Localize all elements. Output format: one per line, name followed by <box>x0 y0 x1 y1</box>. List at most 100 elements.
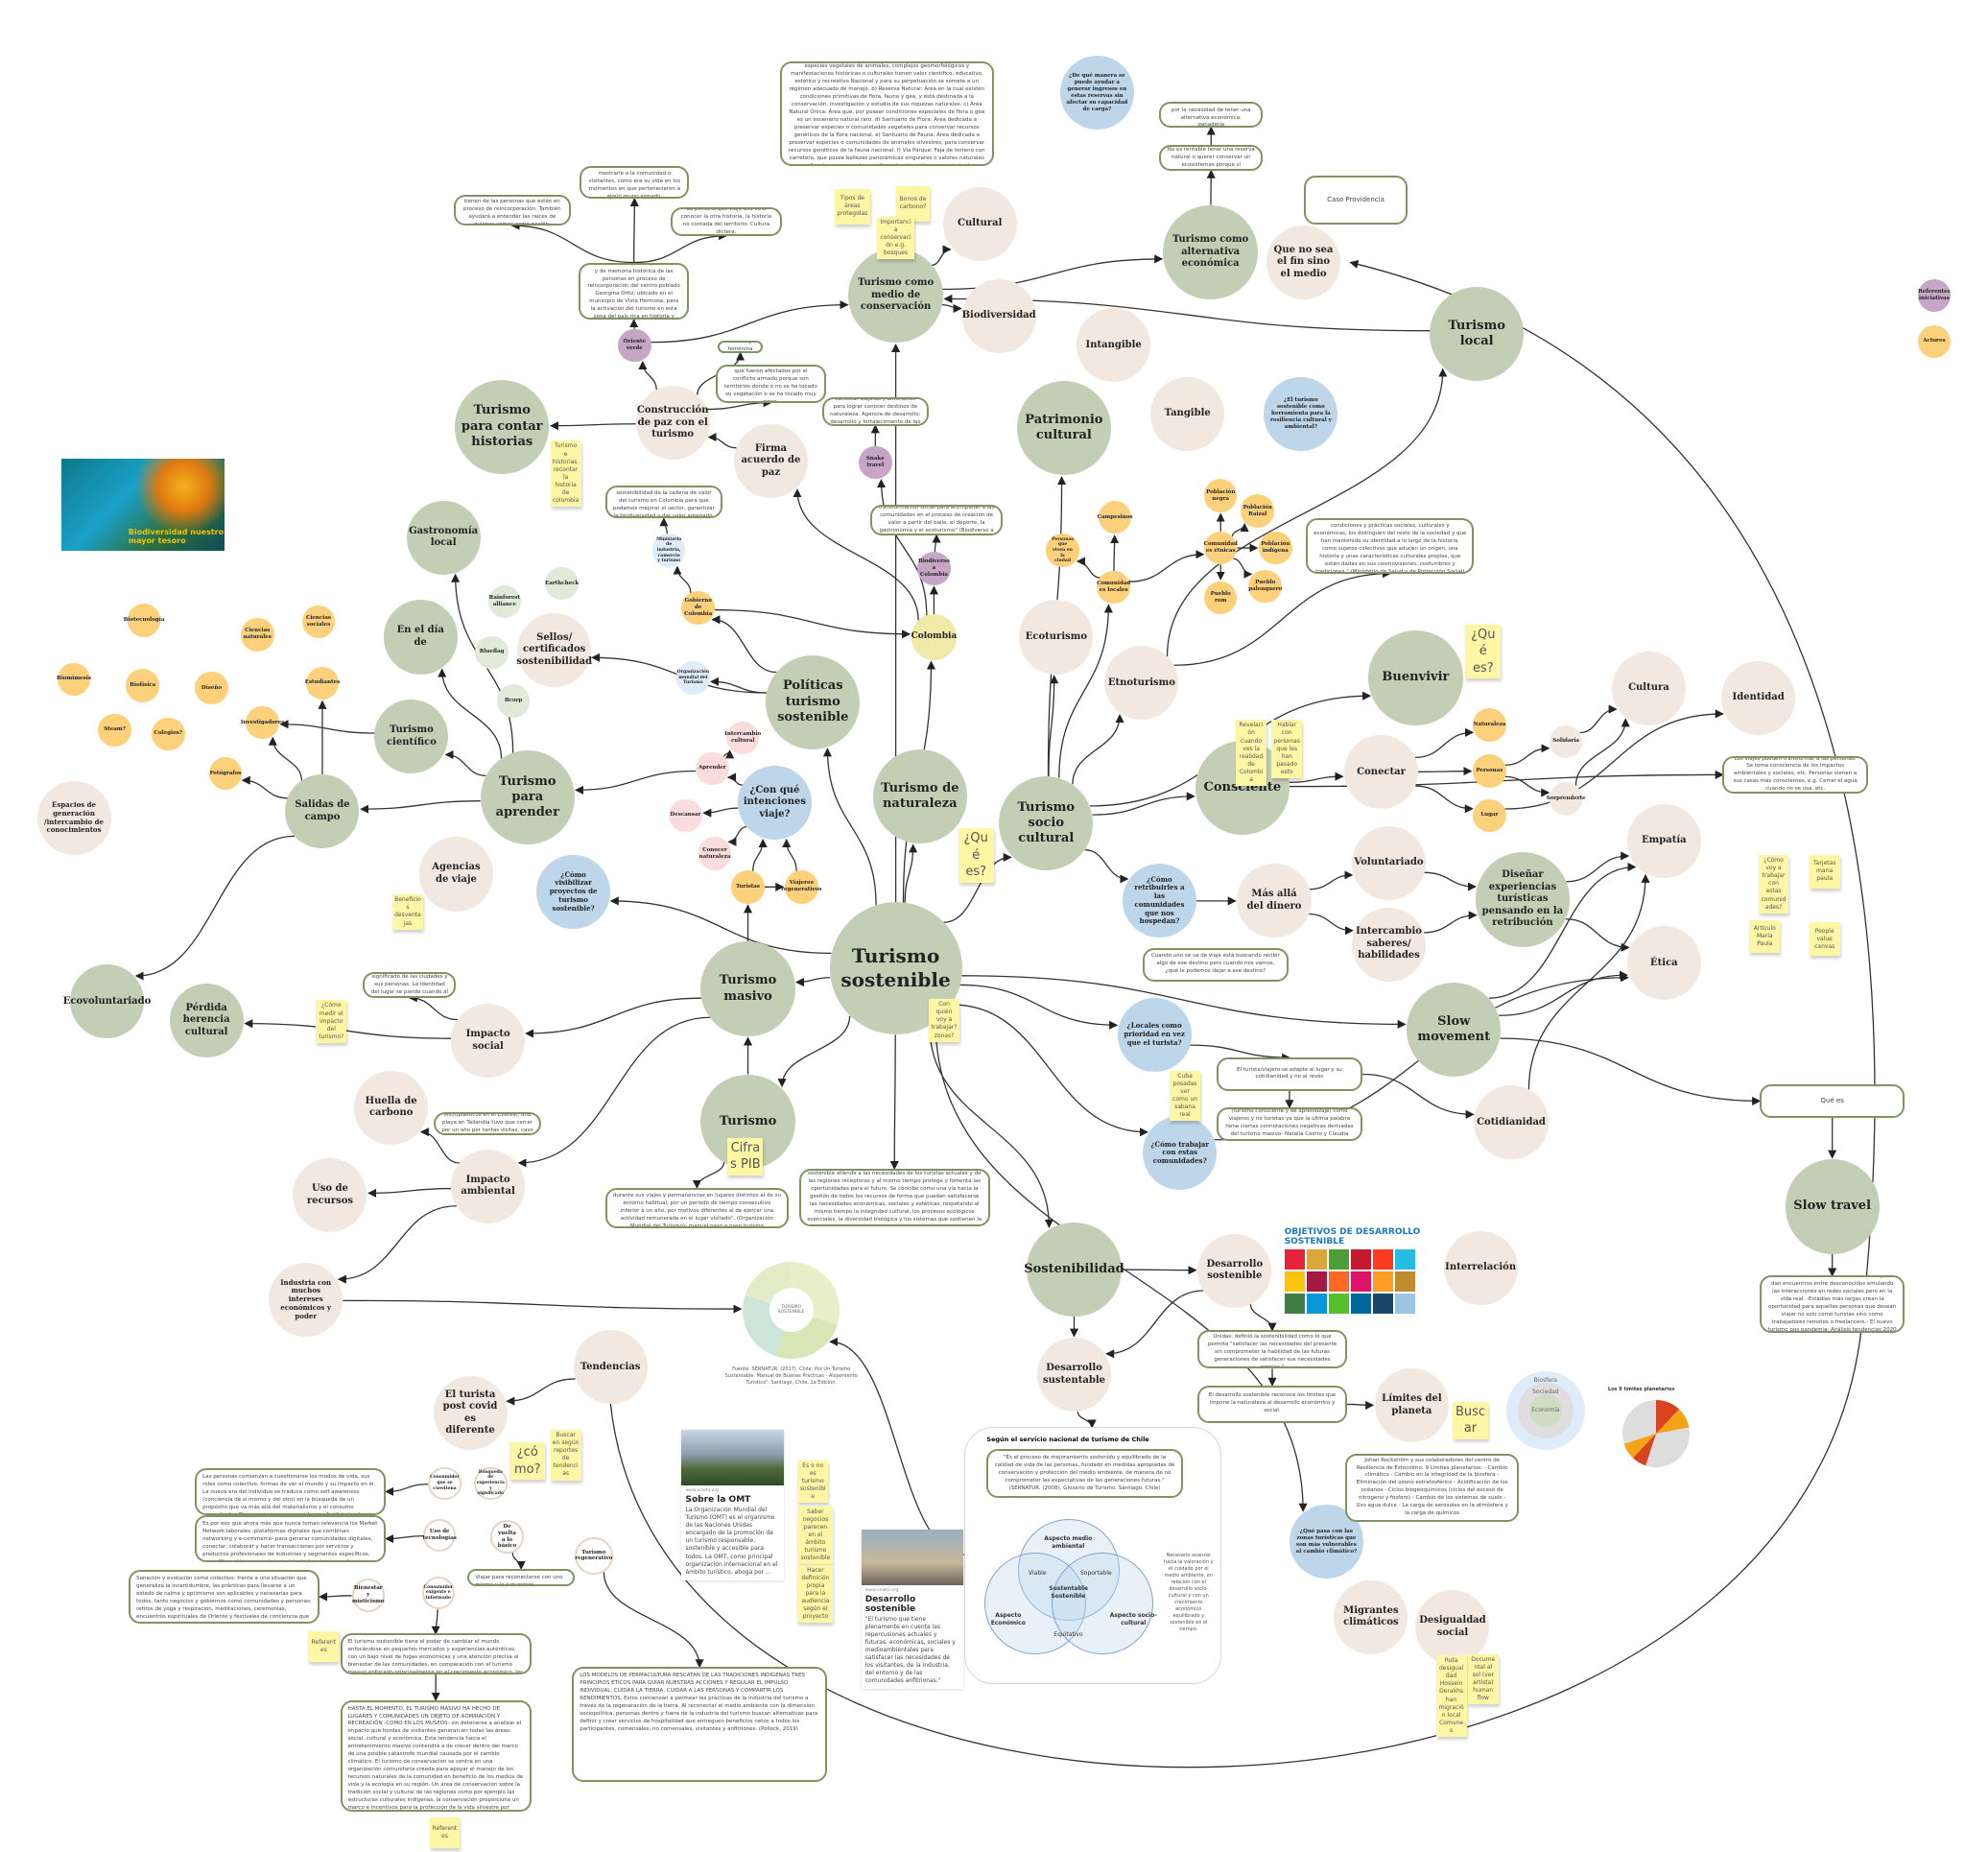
node-el-turismo-sostenible-como-herramienta-p[interactable]: ¿El turismo sostenible como herramienta … <box>1264 377 1338 452</box>
node-actores[interactable]: Actores <box>1917 324 1952 359</box>
node-como-visibilizar-proyectos-de-turismo-so[interactable]: ¿Cómo visibilizar proyectos de turismo s… <box>536 855 611 930</box>
node-desarrollo-sostenible[interactable]: Desarrollo sostenible <box>1197 1233 1272 1308</box>
node-limites-del-planeta[interactable]: Límites del planeta <box>1374 1368 1449 1443</box>
node-turismo-local[interactable]: Turismo local <box>1430 286 1525 382</box>
node-oriente-verde[interactable]: Oriente verde <box>618 328 651 363</box>
node-bienestar-y-misticismo[interactable]: Bienestar y misticismo <box>351 1579 386 1612</box>
sticky-note[interactable]: Beneficios desventajas <box>392 894 423 930</box>
node-viajeros-regenerativos[interactable]: Viajeros regenerativos <box>781 870 821 904</box>
sticky-note[interactable]: Importancia conservación e.g. bosques <box>876 216 915 260</box>
node-interrelacion[interactable]: Interrelación <box>1443 1230 1518 1305</box>
node-fotografos[interactable]: Fotógrafos <box>208 756 243 791</box>
node-earthcheck[interactable]: Earthcheck <box>545 566 579 601</box>
node-naturaleza[interactable]: Naturaleza <box>1473 708 1506 742</box>
node-personas[interactable]: Personas <box>1473 754 1506 788</box>
sticky-note[interactable]: Referentes <box>308 1630 340 1662</box>
node-cultural[interactable]: Cultural <box>942 187 1017 262</box>
sticky-note[interactable]: Referentes <box>429 1816 461 1848</box>
node-gastronomia-local[interactable]: Gastronomía local <box>406 500 481 575</box>
node-voluntariado[interactable]: Voluntariado <box>1352 825 1427 900</box>
sticky-note[interactable]: Buscar <box>1452 1401 1489 1439</box>
node-turismo-como-medio-de-conservacion[interactable]: Turismo como medio de conservación <box>848 248 943 344</box>
node-rainforest-alliance[interactable]: Rainforest alliance <box>487 584 522 619</box>
node-de-que-manera-se-puede-ayudar-a-generar-[interactable]: ¿De qué manera se puede ayudar a generar… <box>1059 56 1134 131</box>
node-etnoturismo[interactable]: Etnoturismo <box>1104 646 1179 721</box>
node-con-que-intenciones-viaje[interactable]: ¿Con qué intenciones viaje? <box>737 766 812 841</box>
node-colegios[interactable]: Colegios? <box>152 717 185 751</box>
node-tendencias[interactable]: Tendencias <box>573 1330 648 1405</box>
node-poblacion-raizal[interactable]: Población Raizal <box>1241 494 1274 528</box>
node-perdida-herencia-cultural[interactable]: Pérdida herencia cultural <box>169 984 244 1058</box>
node-biomimesis[interactable]: Biomimesis <box>57 662 91 697</box>
sticky-note[interactable]: ¿cómo? <box>509 1442 546 1481</box>
node-ecovoluntariado[interactable]: Ecovoluntariado <box>63 964 151 1039</box>
node-pueblo-rom[interactable]: Pueblo rom <box>1203 581 1238 615</box>
node-pueblo-palenquero[interactable]: Pueblo palenquero <box>1248 569 1282 604</box>
node-colombia[interactable]: Colombia <box>911 614 958 660</box>
node-conectar[interactable]: Conectar <box>1344 735 1419 810</box>
node-estudiantes[interactable]: Estudiantes <box>305 666 340 700</box>
sticky-note[interactable]: Con quién voy a trabajar? zonas? <box>929 999 959 1042</box>
node-mas-alla-del-dinero[interactable]: Más allá del dinero <box>1237 864 1312 938</box>
node-cotidianidad[interactable]: Cotidianidad <box>1474 1085 1549 1160</box>
sticky-note[interactable]: Bonos de carbono? <box>895 185 931 223</box>
node-slow-travel[interactable]: Slow travel <box>1785 1159 1880 1254</box>
node-poblacion-indigena[interactable]: Población indígena <box>1259 531 1292 565</box>
node-construccion-de-paz-con-el-turismo[interactable]: Construcción de paz con el turismo <box>635 386 710 461</box>
node-como-trabajar-con-estas-comunidades[interactable]: ¿Cómo trabajar con estas comunidades? <box>1143 1116 1218 1191</box>
node-migrantes-climaticos[interactable]: Migrantes climáticos <box>1334 1579 1408 1654</box>
node-snake-travel[interactable]: Snake travel <box>859 445 892 480</box>
node-gobierno-de-colombia[interactable]: Gobierno de Colombia <box>681 591 715 625</box>
node-desigualdad-social[interactable]: Desigualdad social <box>1415 1590 1490 1665</box>
node-ministerio-de-industria-comercio-y-turis[interactable]: Ministerio de industria, comercio y turi… <box>651 534 686 567</box>
node-el-turista-post-covid-es-diferente[interactable]: El turista post covid es diferente <box>433 1376 508 1451</box>
node-como-retribuirles-a-las-comunidades-que-[interactable]: ¿Cómo retribuirles a las comunidades que… <box>1122 864 1196 938</box>
node-turismo-para-contar-historias[interactable]: Turismo para contar historias <box>455 379 550 474</box>
sticky-note[interactable]: ¿Qué es? <box>958 828 994 883</box>
node-busqueda-de-experiencia-y-significado[interactable]: Búsqueda de experiencia y significado <box>474 1466 508 1501</box>
node-turismo-regenerativo[interactable]: Turismo regenerativo <box>574 1536 613 1576</box>
node-intangible[interactable]: Intangible <box>1077 308 1151 383</box>
node-slow-movement[interactable]: Slow movement <box>1407 982 1502 1078</box>
node-en-el-dia-de[interactable]: En el día de <box>383 600 458 675</box>
node-turismo-para-aprender[interactable]: Turismo para aprender <box>480 750 575 845</box>
node-turismo-de-naturaleza[interactable]: Turismo de naturaleza <box>872 748 967 844</box>
node-biodiverso-a-colombia[interactable]: Biodiverso a Colombia <box>917 552 951 585</box>
node-consumidor-exigente-e-informado[interactable]: Consumidor exigente e informado <box>421 1576 456 1610</box>
node-salidas-de-campo[interactable]: Salidas de campo <box>285 774 360 849</box>
node-patrimonio-cultural[interactable]: Patrimonio cultural <box>1016 381 1111 476</box>
node-consumidor-que-se-cuestiona[interactable]: Consumidor que se cuestiona <box>428 1466 462 1501</box>
sticky-note[interactable]: ¿Cómo medir el impacto del turismo? <box>316 1000 347 1043</box>
node-lugar[interactable]: Lugar <box>1473 798 1506 833</box>
node-ecoturismo[interactable]: Ecoturismo <box>1019 600 1094 675</box>
node-tangible[interactable]: Tangible <box>1150 377 1225 452</box>
node-industria-con-muchos-intereses-economico[interactable]: Industria con muchos intereses económico… <box>269 1263 343 1338</box>
sticky-note[interactable]: ¿Qué es? <box>1465 624 1502 679</box>
node-poblacion-negra[interactable]: Población negra <box>1203 479 1238 512</box>
node-empatia[interactable]: Empatía <box>1626 803 1701 878</box>
node-agencias-de-viaje[interactable]: Agencias de viaje <box>418 837 493 912</box>
node-biotecnologia[interactable]: Biotecnología <box>124 604 164 637</box>
node-comunidad-es-locales[interactable]: Comunidad es locales <box>1097 570 1130 605</box>
node-de-vuelta-a-lo-basico[interactable]: De vuelta a lo básico <box>490 1520 524 1554</box>
sticky-note[interactable]: Tipos de áreas protegidas <box>834 188 870 225</box>
node-personas-que-viven-en-la-ciudad[interactable]: Personas que viven en la ciudad <box>1046 534 1079 567</box>
node-biodiversidad[interactable]: Biodiversidad <box>962 278 1036 353</box>
node-solidaria[interactable]: Solidaria <box>1549 724 1583 759</box>
sticky-note[interactable]: Tarjetas maria paula <box>1809 855 1840 889</box>
node-turismo[interactable]: Turismo <box>700 1074 795 1169</box>
node-buenvivir[interactable]: Buenvivir <box>1368 630 1463 725</box>
sticky-note[interactable]: Saber negocios parecen en el ámbito turi… <box>797 1506 834 1565</box>
node-blueflag[interactable]: Blueflag <box>475 635 509 670</box>
sticky-note[interactable]: People value canvas <box>1809 922 1840 956</box>
node-que-no-sea-el-fin-sino-el-medio[interactable]: Que no sea el fin sino el medio <box>1266 226 1341 300</box>
node-comunidad-es-etnicas[interactable]: Comunidad es étnicas <box>1204 531 1238 565</box>
node-desarrollo-sustentable[interactable]: Desarrollo sustentable <box>1036 1338 1111 1413</box>
sticky-note[interactable]: Turismo e historias. recontar la histori… <box>550 440 581 508</box>
node-huella-de-carbono[interactable]: Huella de carbono <box>354 1070 429 1145</box>
node-etica[interactable]: Ética <box>1626 926 1701 1001</box>
node-turistas[interactable]: Turistas <box>731 870 765 904</box>
node-ciencias-sociales[interactable]: Ciencias sociales <box>301 605 336 639</box>
